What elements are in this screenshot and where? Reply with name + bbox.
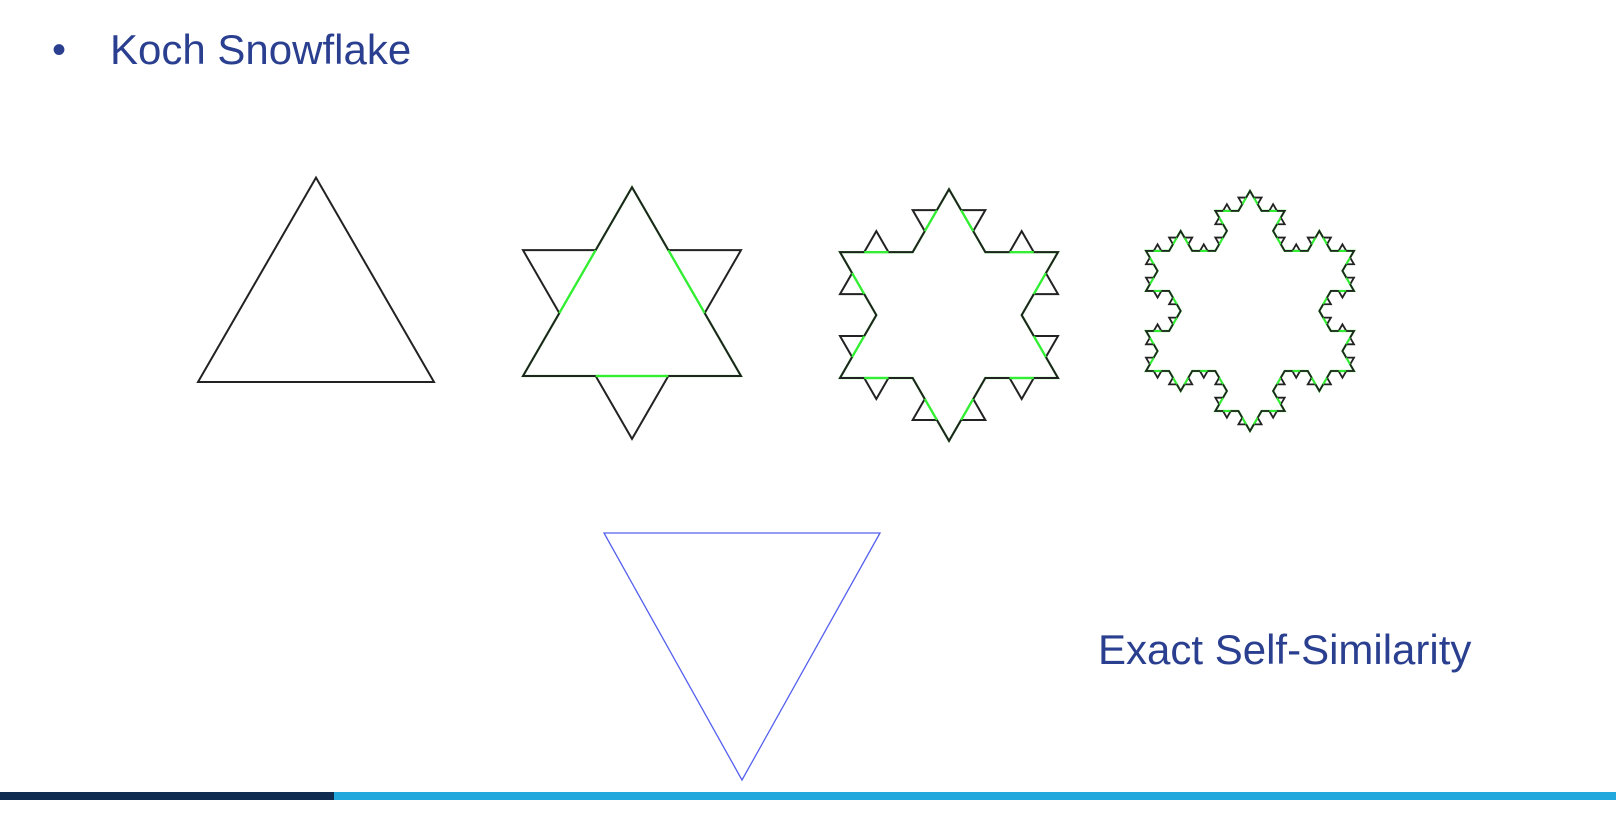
removed-segment xyxy=(1322,237,1328,245)
removed-segment xyxy=(960,398,975,421)
previous-outline-highlight xyxy=(838,187,1060,444)
removed-segment xyxy=(1218,217,1224,225)
removed-segment xyxy=(1218,397,1224,405)
removed-segment xyxy=(667,249,706,314)
removed-segment xyxy=(1241,417,1247,425)
removed-segment xyxy=(851,335,866,358)
koch-outline xyxy=(521,185,743,441)
removed-segment xyxy=(1345,277,1351,285)
removed-segment xyxy=(1345,257,1351,265)
removed-segment xyxy=(1311,237,1317,245)
removed-segment xyxy=(1322,317,1328,325)
removed-segment xyxy=(1241,197,1247,205)
previous-outline-highlight xyxy=(521,185,743,378)
removed-segment xyxy=(960,209,975,232)
removed-segment xyxy=(1253,417,1259,425)
koch-iteration-0 xyxy=(196,175,436,383)
removed-segment xyxy=(1183,237,1189,245)
removed-segment xyxy=(1253,197,1259,205)
previous-outline-highlight xyxy=(1144,188,1356,434)
removed-segment xyxy=(1149,337,1155,345)
bullet-marker: • xyxy=(52,28,67,72)
koch-iterations xyxy=(196,175,1356,444)
koch-outline xyxy=(1144,189,1356,433)
removed-segment xyxy=(1172,237,1178,245)
koch-iteration-1 xyxy=(521,185,743,441)
removed-segment xyxy=(1032,335,1047,358)
removed-segment xyxy=(1218,237,1224,245)
removed-segment xyxy=(923,398,938,421)
inverted-triangle xyxy=(602,532,882,782)
removed-segment xyxy=(1183,377,1189,385)
slide-title: Koch Snowflake xyxy=(110,26,412,73)
removed-segment xyxy=(1149,257,1155,265)
footer-bar-light xyxy=(334,792,1616,800)
removed-segment xyxy=(1149,357,1155,365)
removed-segment xyxy=(1172,317,1178,325)
footer-bar-dark xyxy=(0,792,334,800)
removed-segment xyxy=(1172,377,1178,385)
removed-segment xyxy=(1276,237,1282,245)
koch-iteration-2 xyxy=(838,187,1060,444)
removed-segment xyxy=(1276,217,1282,225)
self-similarity-caption: Exact Self-Similarity xyxy=(1098,626,1472,673)
removed-segment xyxy=(1276,397,1282,405)
removed-segment xyxy=(1218,377,1224,385)
removed-segment xyxy=(1322,297,1328,305)
removed-segment xyxy=(1172,297,1178,305)
removed-segment xyxy=(1032,272,1047,295)
koch-outline xyxy=(838,187,1060,443)
removed-segment xyxy=(558,249,597,314)
removed-segment xyxy=(1345,337,1351,345)
koch-iteration-3 xyxy=(1144,188,1356,434)
removed-segment xyxy=(1276,377,1282,385)
removed-segment xyxy=(1149,277,1155,285)
removed-segment xyxy=(1345,357,1351,365)
removed-segment xyxy=(1322,377,1328,385)
removed-segment xyxy=(1311,377,1317,385)
koch-outline xyxy=(196,175,436,383)
removed-segment xyxy=(923,209,938,232)
removed-segment xyxy=(851,272,866,295)
